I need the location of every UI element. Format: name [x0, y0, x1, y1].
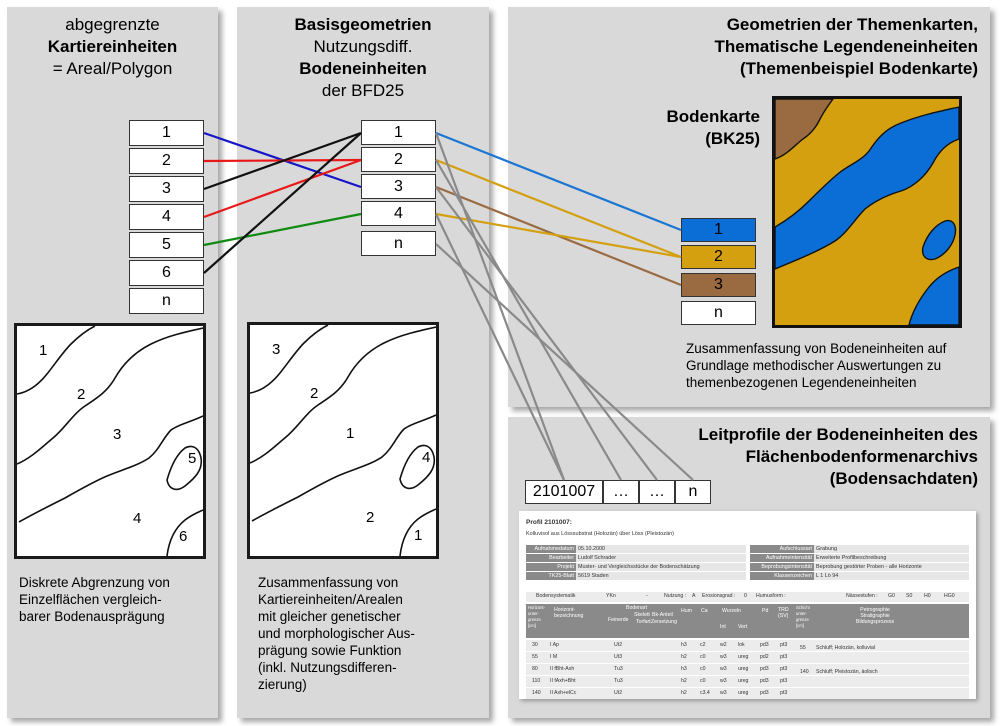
link-left3-mid1	[203, 131, 362, 191]
profile-box-ellipsis-1: …	[603, 480, 639, 504]
tr-title-line3: (Themenbeispiel Bodenkarte)	[739, 59, 978, 78]
left-title-line2: Kartiereinheiten	[47, 37, 178, 56]
left-map-label-1: 1	[39, 342, 48, 359]
left-polygon-map: 1 2 3 5 4 6	[14, 323, 206, 559]
link-mid2-legend2	[435, 158, 682, 259]
mid-map-label-3: 3	[272, 341, 281, 358]
mid-title-line1: Basisgeometrien	[294, 15, 432, 34]
mid-map-label-2a: 2	[310, 385, 319, 402]
mid-box-3: 3	[361, 174, 436, 199]
left-title-line3: = Areal/Polygon	[52, 59, 173, 78]
br-title-line2: Flächenbodenformenarchivs	[745, 447, 978, 466]
left-box-4: 4	[129, 204, 204, 230]
mid-title-line4: der BFD25	[321, 81, 405, 100]
bk25-areas	[775, 99, 959, 325]
legend-box-n: n	[681, 301, 756, 325]
tr-caption: Zusammenfassung von Bodeneinheiten auf G…	[686, 341, 947, 390]
mid-map-label-2b: 2	[366, 509, 375, 526]
bk25-title-line1: Bodenkarte	[666, 107, 760, 126]
left-title-line1: abgegrenzte	[65, 15, 160, 34]
table-row: 140 II Axh+elCc Ut2 h2 c3.4 w3 ureg pd3 …	[526, 688, 969, 699]
legend-box-1: 1	[681, 218, 756, 242]
mid-map-boundaries	[250, 325, 436, 556]
mid-panel-title: Basisgeometrien Nutzungsdiff. Bodeneinhe…	[237, 14, 489, 102]
mid-map-label-1b: 1	[414, 527, 423, 544]
left-box-1: 1	[129, 120, 204, 146]
left-panel-title: abgegrenzte Kartiereinheiten = Areal/Pol…	[7, 14, 218, 80]
tr-panel-title: Geometrien der Themenkarten, Thematische…	[540, 14, 978, 80]
left-map-label-6: 6	[179, 528, 188, 545]
profile-subtitle: Kolluvisol aus Lösssubstrat (Holozän) üb…	[526, 531, 674, 537]
link-mid1-legend1	[435, 131, 682, 232]
link-mid1-profile	[434, 132, 566, 481]
mid-title-line3: Bodeneinheiten	[299, 59, 427, 78]
profile-box-n: n	[675, 480, 711, 504]
table-row: 110 II fAxh+Bht Tu3 h2 c0 w3 ureg pd3 pt…	[526, 676, 969, 687]
link-left4-mid2	[203, 158, 362, 219]
br-title-line3: (Bodensachdaten)	[829, 469, 978, 488]
bodenkarte-bk25-map	[772, 96, 962, 328]
mid-box-1: 1	[361, 120, 436, 145]
mid-caption: Zusammenfassung von Kartiereinheiten/Are…	[258, 575, 415, 692]
left-map-label-5: 5	[188, 450, 197, 467]
tr-title-line2: Thematische Legendeneinheiten	[714, 37, 978, 56]
legend-box-3: 3	[681, 273, 756, 297]
left-box-3: 3	[129, 176, 204, 202]
left-box-6: 6	[129, 260, 204, 286]
left-box-5: 5	[129, 232, 204, 258]
link-mid4-legend2	[435, 212, 682, 259]
left-map-boundaries	[17, 326, 203, 556]
profile-heading: Profil 2101007:	[526, 519, 572, 526]
legend-box-2: 2	[681, 245, 756, 269]
bk25-title-line2: (BK25)	[705, 129, 760, 148]
table-row: 30 I Ap Ut2 h3 c2 w2 lok pd3 pt3 55 Schl…	[526, 640, 969, 651]
left-box-2: 2	[129, 148, 204, 174]
profile-box-2101007: 2101007	[525, 480, 603, 504]
link-left6-mid1	[203, 132, 362, 274]
table-row: 55 I M Ut3 h2 c0 w3 ureg pd2 pt3	[526, 652, 969, 663]
link-mid4-profile	[435, 213, 565, 481]
link-mid2-profile	[435, 159, 622, 481]
mid-map-label-1a: 1	[346, 425, 355, 442]
mid-title-line2: Nutzungsdiff.	[313, 37, 413, 56]
left-map-label-4: 4	[133, 510, 142, 527]
profile-box-ellipsis-2: …	[639, 480, 675, 504]
bk25-title: Bodenkarte (BK25)	[620, 106, 760, 150]
left-map-label-2: 2	[77, 386, 86, 403]
mid-box-n: n	[361, 231, 436, 256]
profile-table-header: Horizont- unter- grenze [cm] Horizont- b…	[526, 604, 969, 638]
profile-sheet: Profil 2101007: Kolluvisol aus Lösssubst…	[519, 511, 976, 699]
link-left5-mid4	[203, 212, 362, 247]
br-title-line1: Leitprofile der Bodeneinheiten des	[698, 425, 978, 444]
left-caption: Diskrete Abgrenzung von Einzelflächen ve…	[19, 575, 170, 624]
left-box-n: n	[129, 288, 204, 314]
mid-polygon-map: 3 2 1 4 2 1	[247, 322, 439, 559]
mid-box-2: 2	[361, 147, 436, 172]
left-map-label-3: 3	[113, 426, 122, 443]
mid-box-4: 4	[361, 201, 436, 226]
link-midn-profile	[435, 243, 694, 481]
mid-map-label-4: 4	[422, 449, 431, 466]
table-row: 80 II fBht-Axh Tu3 h3 c0 w3 ureg pd3 pt3…	[526, 664, 969, 675]
profile-info-bar: Bodensystematik YKn - Nutzung : A Erosio…	[526, 592, 969, 602]
link-mid3-profile	[435, 186, 658, 481]
br-panel-title: Leitprofile der Bodeneinheiten des Fläch…	[540, 424, 978, 490]
tr-title-line1: Geometrien der Themenkarten,	[726, 15, 978, 34]
